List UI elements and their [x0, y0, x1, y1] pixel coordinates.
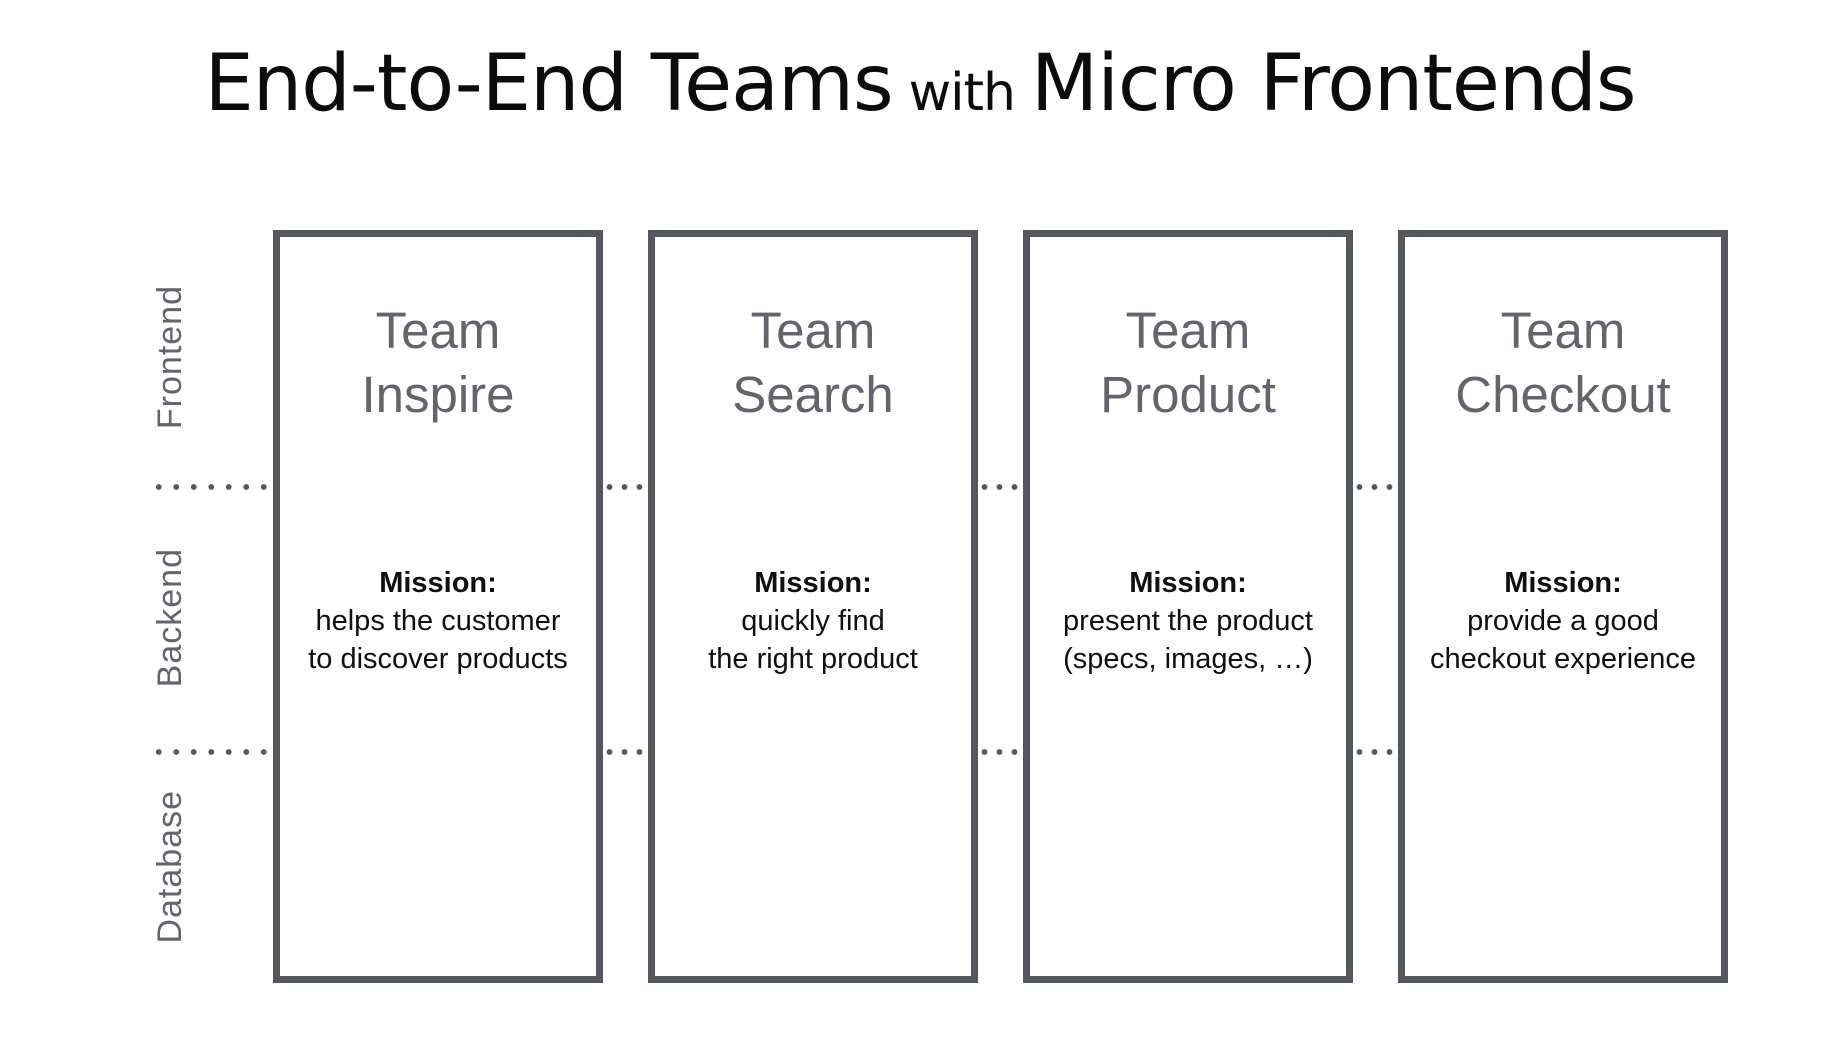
mission-block: Mission: quickly find the right product: [655, 564, 971, 678]
mission-label: Mission:: [754, 567, 872, 599]
layer-label-backend-text: Backend: [150, 547, 189, 688]
dotted-separator-backend-database-left: [150, 748, 272, 756]
layer-label-backend: Backend: [134, 485, 206, 750]
mission-label: Mission:: [1129, 567, 1247, 599]
title-main-prefix: End-to-End Teams: [204, 39, 893, 129]
title-main-suffix: Micro Frontends: [1030, 39, 1637, 129]
team-name: Team Search: [732, 302, 894, 423]
dotted-separator-frontend-backend-gap3: [1352, 483, 1396, 491]
mission-text: present the product (specs, images, …): [1063, 605, 1313, 675]
mission-text: quickly find the right product: [708, 605, 918, 675]
team-name: Team Checkout: [1455, 302, 1671, 423]
layer-label-database-text: Database: [150, 789, 189, 944]
dotted-separator-backend-database-gap2: [977, 748, 1021, 756]
layer-label-frontend-text: Frontend: [150, 285, 189, 430]
team-box-inspire: Team Inspire Mission: helps the customer…: [273, 230, 603, 983]
mission-text: helps the customer to discover products: [308, 605, 568, 675]
team-name: Team Inspire: [361, 302, 515, 423]
team-box-checkout: Team Checkout Mission: provide a good ch…: [1398, 230, 1728, 983]
mission-block: Mission: provide a good checkout experie…: [1405, 564, 1721, 678]
layer-label-database: Database: [134, 750, 206, 983]
mission-block: Mission: helps the customer to discover …: [280, 564, 596, 678]
team-name: Team Product: [1100, 302, 1276, 423]
dotted-separator-backend-database-gap1: [602, 748, 646, 756]
title-connector: with: [908, 63, 1016, 123]
dotted-separator-frontend-backend-gap1: [602, 483, 646, 491]
layer-label-frontend: Frontend: [134, 230, 206, 485]
team-box-search: Team Search Mission: quickly find the ri…: [648, 230, 978, 983]
mission-label: Mission:: [379, 567, 497, 599]
mission-text: provide a good checkout experience: [1430, 605, 1696, 675]
team-box-product: Team Product Mission: present the produc…: [1023, 230, 1353, 983]
dotted-separator-backend-database-gap3: [1352, 748, 1396, 756]
dotted-separator-frontend-backend-left: [150, 483, 272, 491]
mission-block: Mission: present the product (specs, ima…: [1030, 564, 1346, 678]
mission-label: Mission:: [1504, 567, 1622, 599]
dotted-separator-frontend-backend-gap2: [977, 483, 1021, 491]
